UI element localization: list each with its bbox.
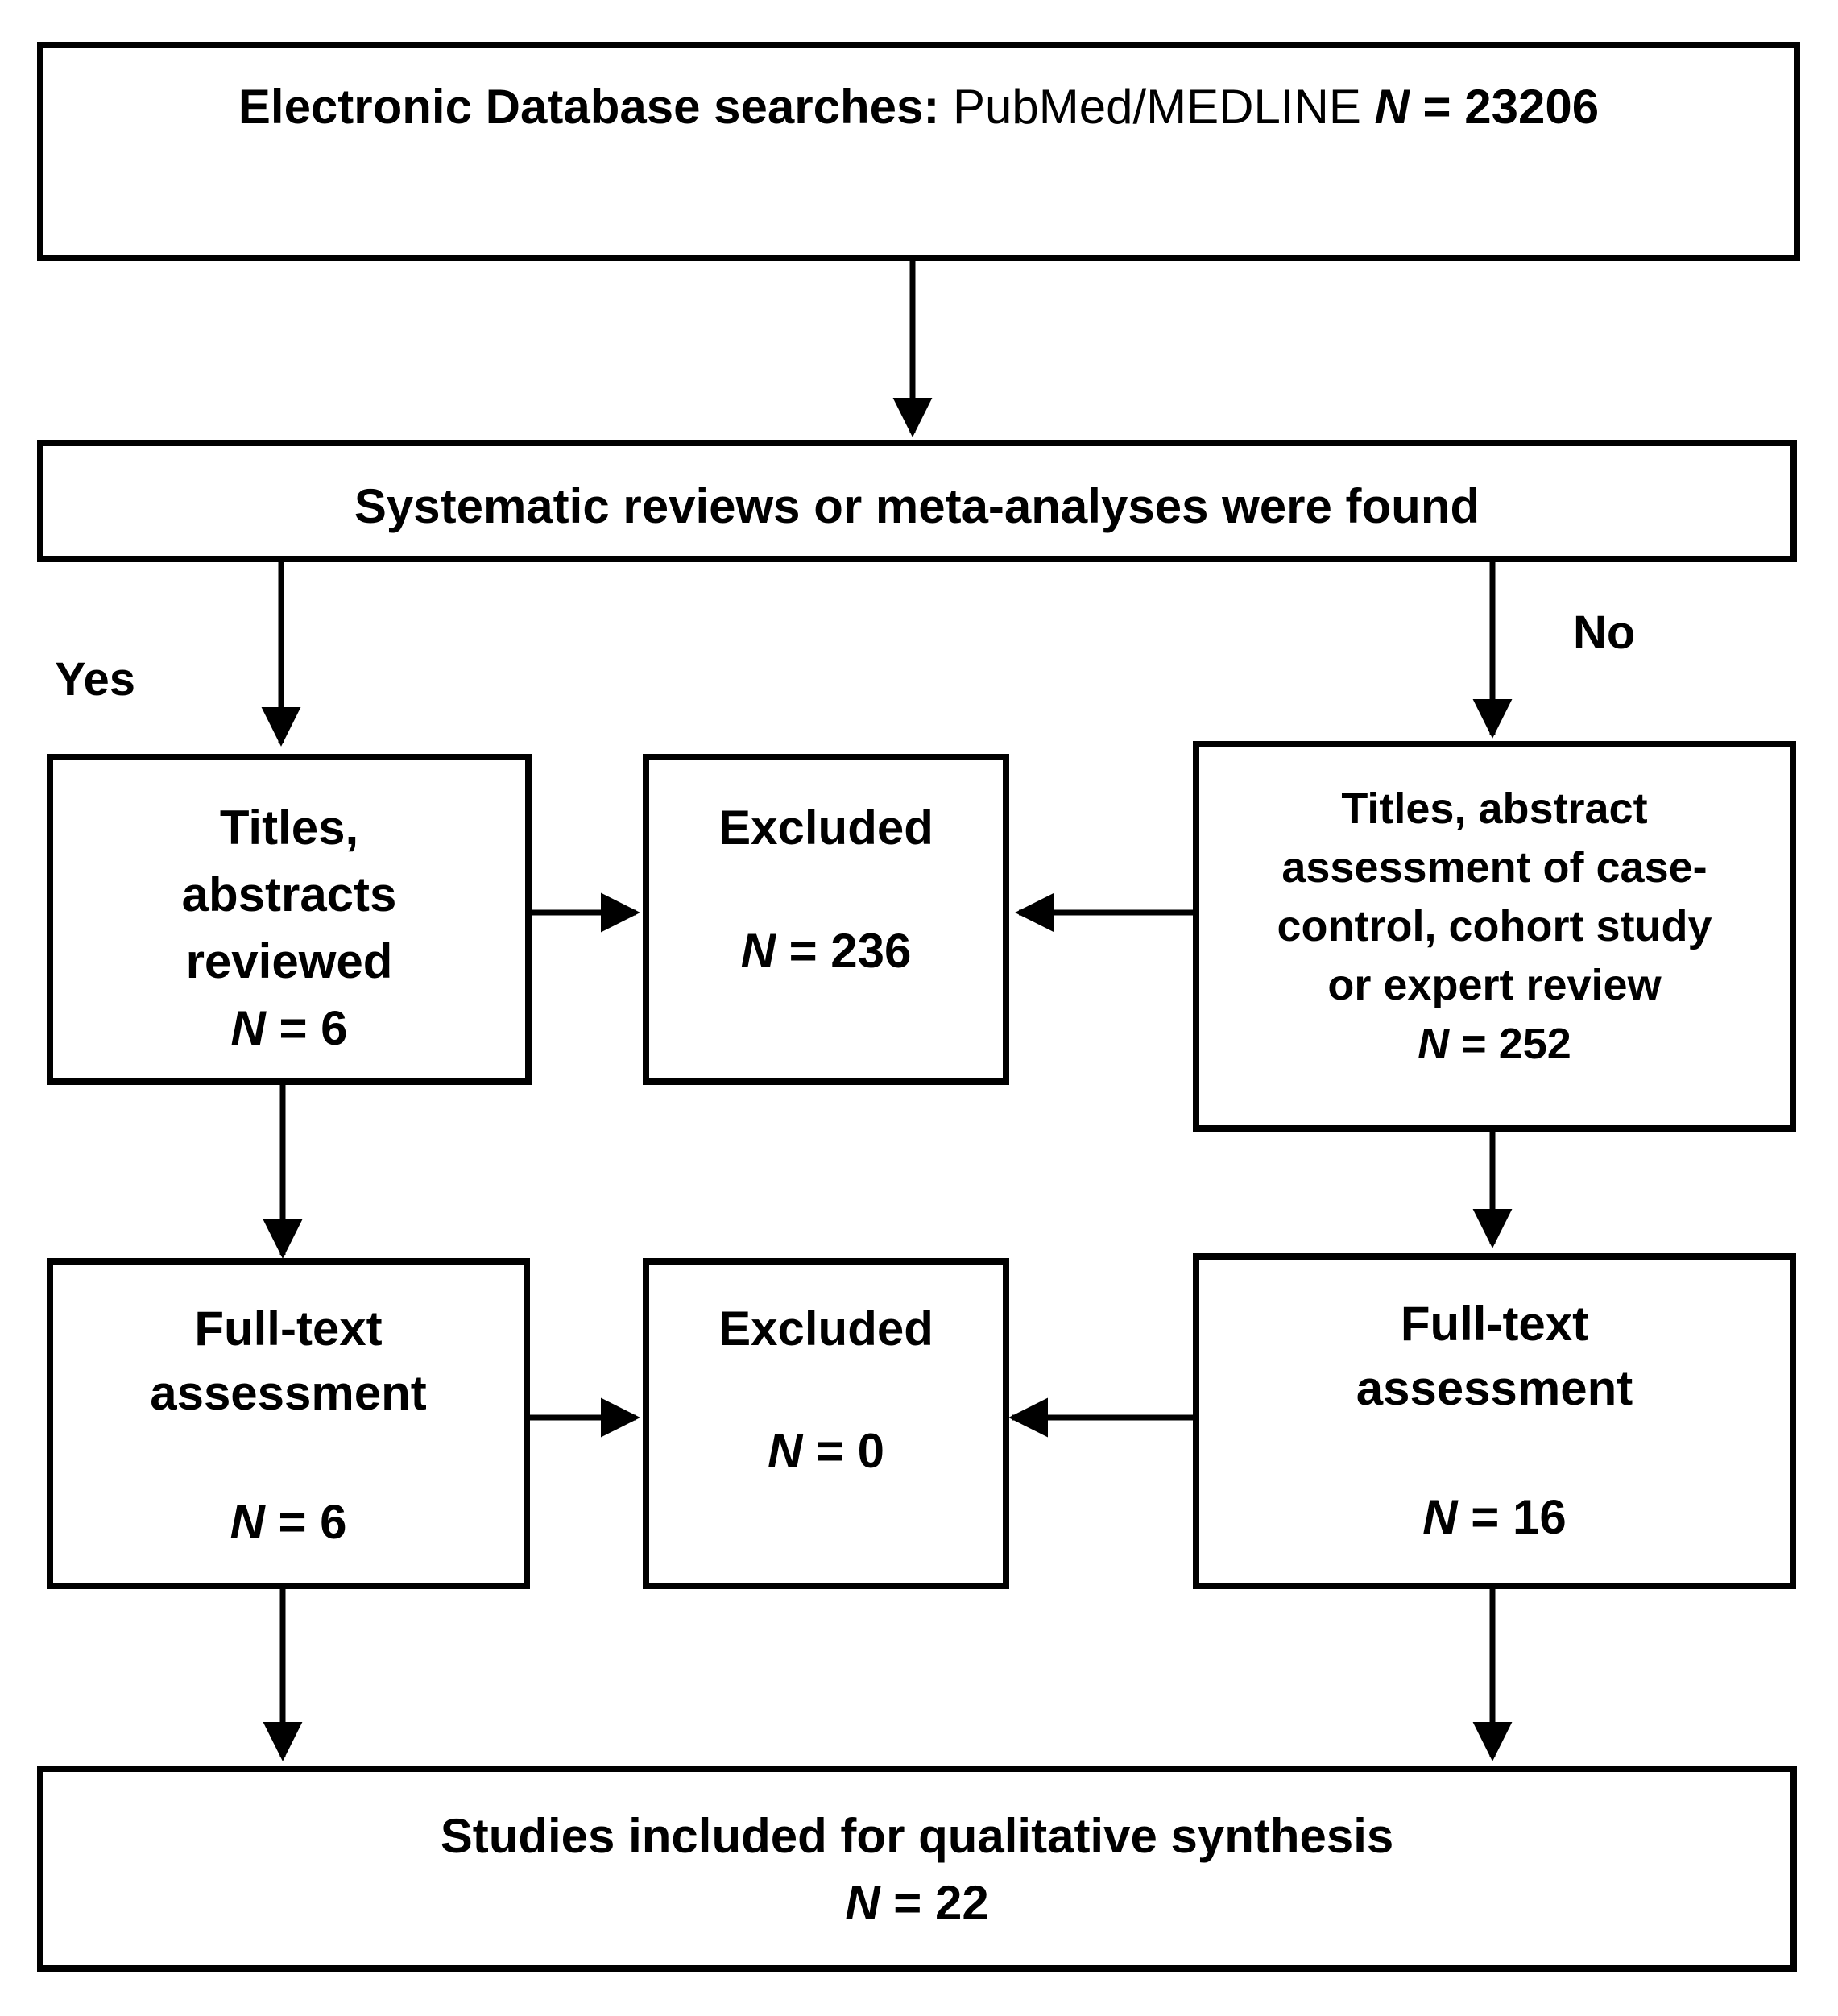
right-screening-n-value: = 252 — [1449, 1020, 1571, 1068]
right-fulltext-n-value: = 16 — [1457, 1490, 1567, 1544]
excluded-screening-n-value: = 236 — [775, 924, 912, 978]
right-screening-count: N = 252 — [1199, 1015, 1790, 1074]
left-fulltext-n-value: = 6 — [264, 1495, 347, 1549]
left-screening-line-3: reviewed — [185, 934, 393, 988]
left-screening-n-letter: N — [230, 1001, 266, 1055]
excluded-fulltext-n-letter: N — [767, 1424, 803, 1478]
excluded-screening-box: Excluded N = 236 — [643, 754, 1009, 1085]
left-screening-line-2: abstracts — [181, 867, 397, 921]
right-fulltext-count: N = 16 — [1199, 1485, 1790, 1550]
final-included-title: Studies included for qualitative synthes… — [440, 1809, 1394, 1863]
excluded-screening-title: Excluded — [718, 801, 933, 855]
final-included-text: Studies included for qualitative synthes… — [43, 1803, 1790, 1936]
decision-box: Systematic reviews or meta-analyses were… — [37, 440, 1797, 562]
right-fulltext-box: Full-text assessment N = 16 — [1193, 1253, 1796, 1589]
right-screening-box: Titles, abstract assessment of case- con… — [1193, 741, 1796, 1132]
database-search-label: Electronic Database searches: — [238, 80, 940, 134]
right-screening-n-letter: N — [1418, 1020, 1450, 1068]
database-n-letter: N — [1374, 80, 1410, 134]
right-fulltext-line-1: Full-text — [1400, 1297, 1589, 1351]
right-screening-line-4: or expert review — [1327, 961, 1662, 1009]
left-fulltext-box: Full-text assessment N = 6 — [47, 1258, 530, 1589]
final-included-n-letter: N — [845, 1876, 880, 1930]
decision-text: Systematic reviews or meta-analyses were… — [354, 479, 1480, 533]
database-search-box: Electronic Database searches: PubMed/MED… — [37, 42, 1800, 261]
left-fulltext-n-letter: N — [230, 1495, 265, 1549]
excluded-fulltext-title: Excluded — [718, 1302, 933, 1356]
database-source: PubMed/MEDLINE — [953, 80, 1361, 134]
database-n-value: = 23206 — [1409, 80, 1600, 134]
right-screening-line-1: Titles, abstract — [1341, 784, 1648, 833]
excluded-fulltext-text: Excluded N = 0 — [649, 1297, 1003, 1484]
left-screening-line-1: Titles, — [219, 801, 359, 855]
right-screening-line-3: control, cohort study — [1277, 902, 1712, 950]
final-included-count: N = 22 — [43, 1869, 1790, 1936]
excluded-fulltext-n-value: = 0 — [802, 1424, 885, 1478]
right-fulltext-n-letter: N — [1422, 1490, 1458, 1544]
database-search-text: Electronic Database searches: PubMed/MED… — [43, 79, 1794, 135]
right-screening-line-2: assessment of case- — [1281, 843, 1708, 892]
excluded-screening-count: N = 236 — [649, 917, 1003, 984]
left-fulltext-count: N = 6 — [53, 1490, 524, 1554]
final-included-box: Studies included for qualitative synthes… — [37, 1766, 1797, 1972]
left-screening-box: Titles, abstracts reviewed N = 6 — [47, 754, 532, 1085]
right-screening-text: Titles, abstract assessment of case- con… — [1199, 780, 1790, 1074]
left-screening-n-value: = 6 — [265, 1001, 348, 1055]
excluded-fulltext-box: Excluded N = 0 — [643, 1258, 1009, 1589]
left-fulltext-line-2: assessment — [150, 1366, 427, 1420]
final-included-n-value: = 22 — [880, 1876, 989, 1930]
left-screening-count: N = 6 — [53, 995, 525, 1062]
no-branch-label: No — [1573, 606, 1636, 659]
left-fulltext-line-1: Full-text — [194, 1302, 383, 1356]
excluded-screening-n-letter: N — [740, 924, 776, 978]
left-screening-text: Titles, abstracts reviewed N = 6 — [53, 794, 525, 1062]
right-fulltext-line-2: assessment — [1356, 1361, 1633, 1415]
yes-branch-label: Yes — [55, 653, 135, 706]
left-fulltext-text: Full-text assessment N = 6 — [53, 1297, 524, 1554]
excluded-screening-text: Excluded N = 236 — [649, 794, 1003, 984]
right-fulltext-text: Full-text assessment N = 16 — [1199, 1292, 1790, 1550]
excluded-fulltext-count: N = 0 — [649, 1419, 1003, 1484]
